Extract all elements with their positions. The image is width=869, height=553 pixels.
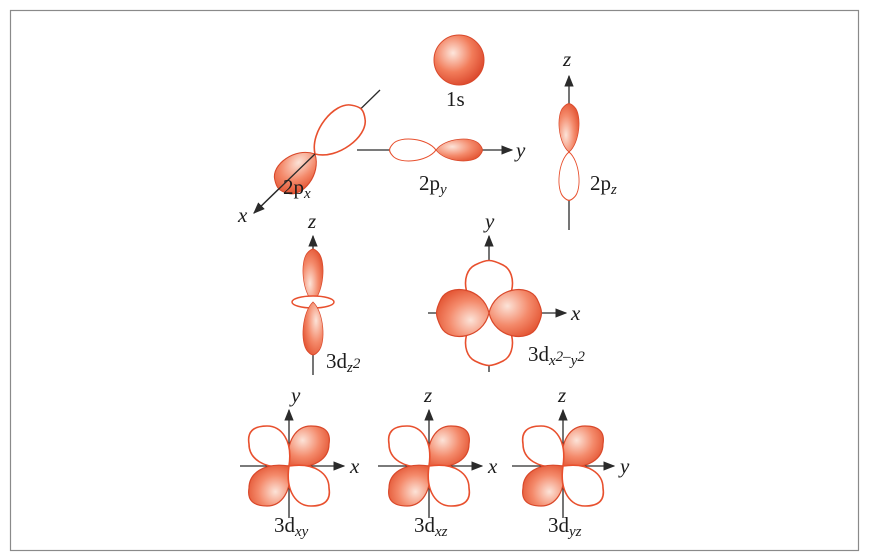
3dxz-z-axis-label: z [423, 383, 432, 407]
2py-y-axis-label: y [514, 138, 526, 162]
3dyz-z-axis-label: z [557, 383, 566, 407]
2px-axis-front [253, 153, 316, 214]
3dyz-y-axis-label: y [618, 454, 630, 478]
3dyz-label: 3dyz [548, 513, 582, 540]
3dxz-x-axis-label: x [487, 454, 498, 478]
1s-sphere [433, 34, 485, 86]
orbital-2py: y 2py [357, 138, 526, 198]
3dz2-label: 3dz2 [326, 349, 361, 376]
1s-label: 1s [446, 87, 465, 111]
3dx2y2-y-axis-label: y [483, 209, 495, 233]
3dxz-label: 3dxz [414, 513, 448, 540]
2px-label: 2px [283, 175, 311, 202]
orbital-2px: x 2px [237, 89, 381, 227]
3dx2y2-x-axis-label: x [570, 301, 581, 325]
3dx2y2-label: 3dx2–y2 [528, 342, 585, 369]
2pz-z-axis-label: z [562, 47, 571, 71]
orbital-1s: 1s [433, 34, 485, 111]
3dxy-x-axis-label: x [349, 454, 360, 478]
2pz-label: 2pz [590, 171, 617, 198]
orbital-3dyz: z y 3dyz [512, 383, 630, 540]
3dxy-y-axis-label: y [289, 383, 301, 407]
2py-label: 2py [419, 171, 447, 198]
orbital-3dxy: y x 3dxy [240, 383, 360, 540]
orbital-3dx2y2: y x 3dx2–y2 [428, 209, 585, 372]
orbital-3dz2: z 3dz2 [291, 209, 361, 376]
2px-x-axis-label: x [237, 203, 248, 227]
3dz2-z-axis-label: z [307, 209, 316, 233]
orbital-3dxz: z x 3dxz [378, 383, 498, 540]
3dxy-label: 3dxy [274, 513, 309, 540]
orbital-2pz: z 2pz [558, 47, 617, 230]
